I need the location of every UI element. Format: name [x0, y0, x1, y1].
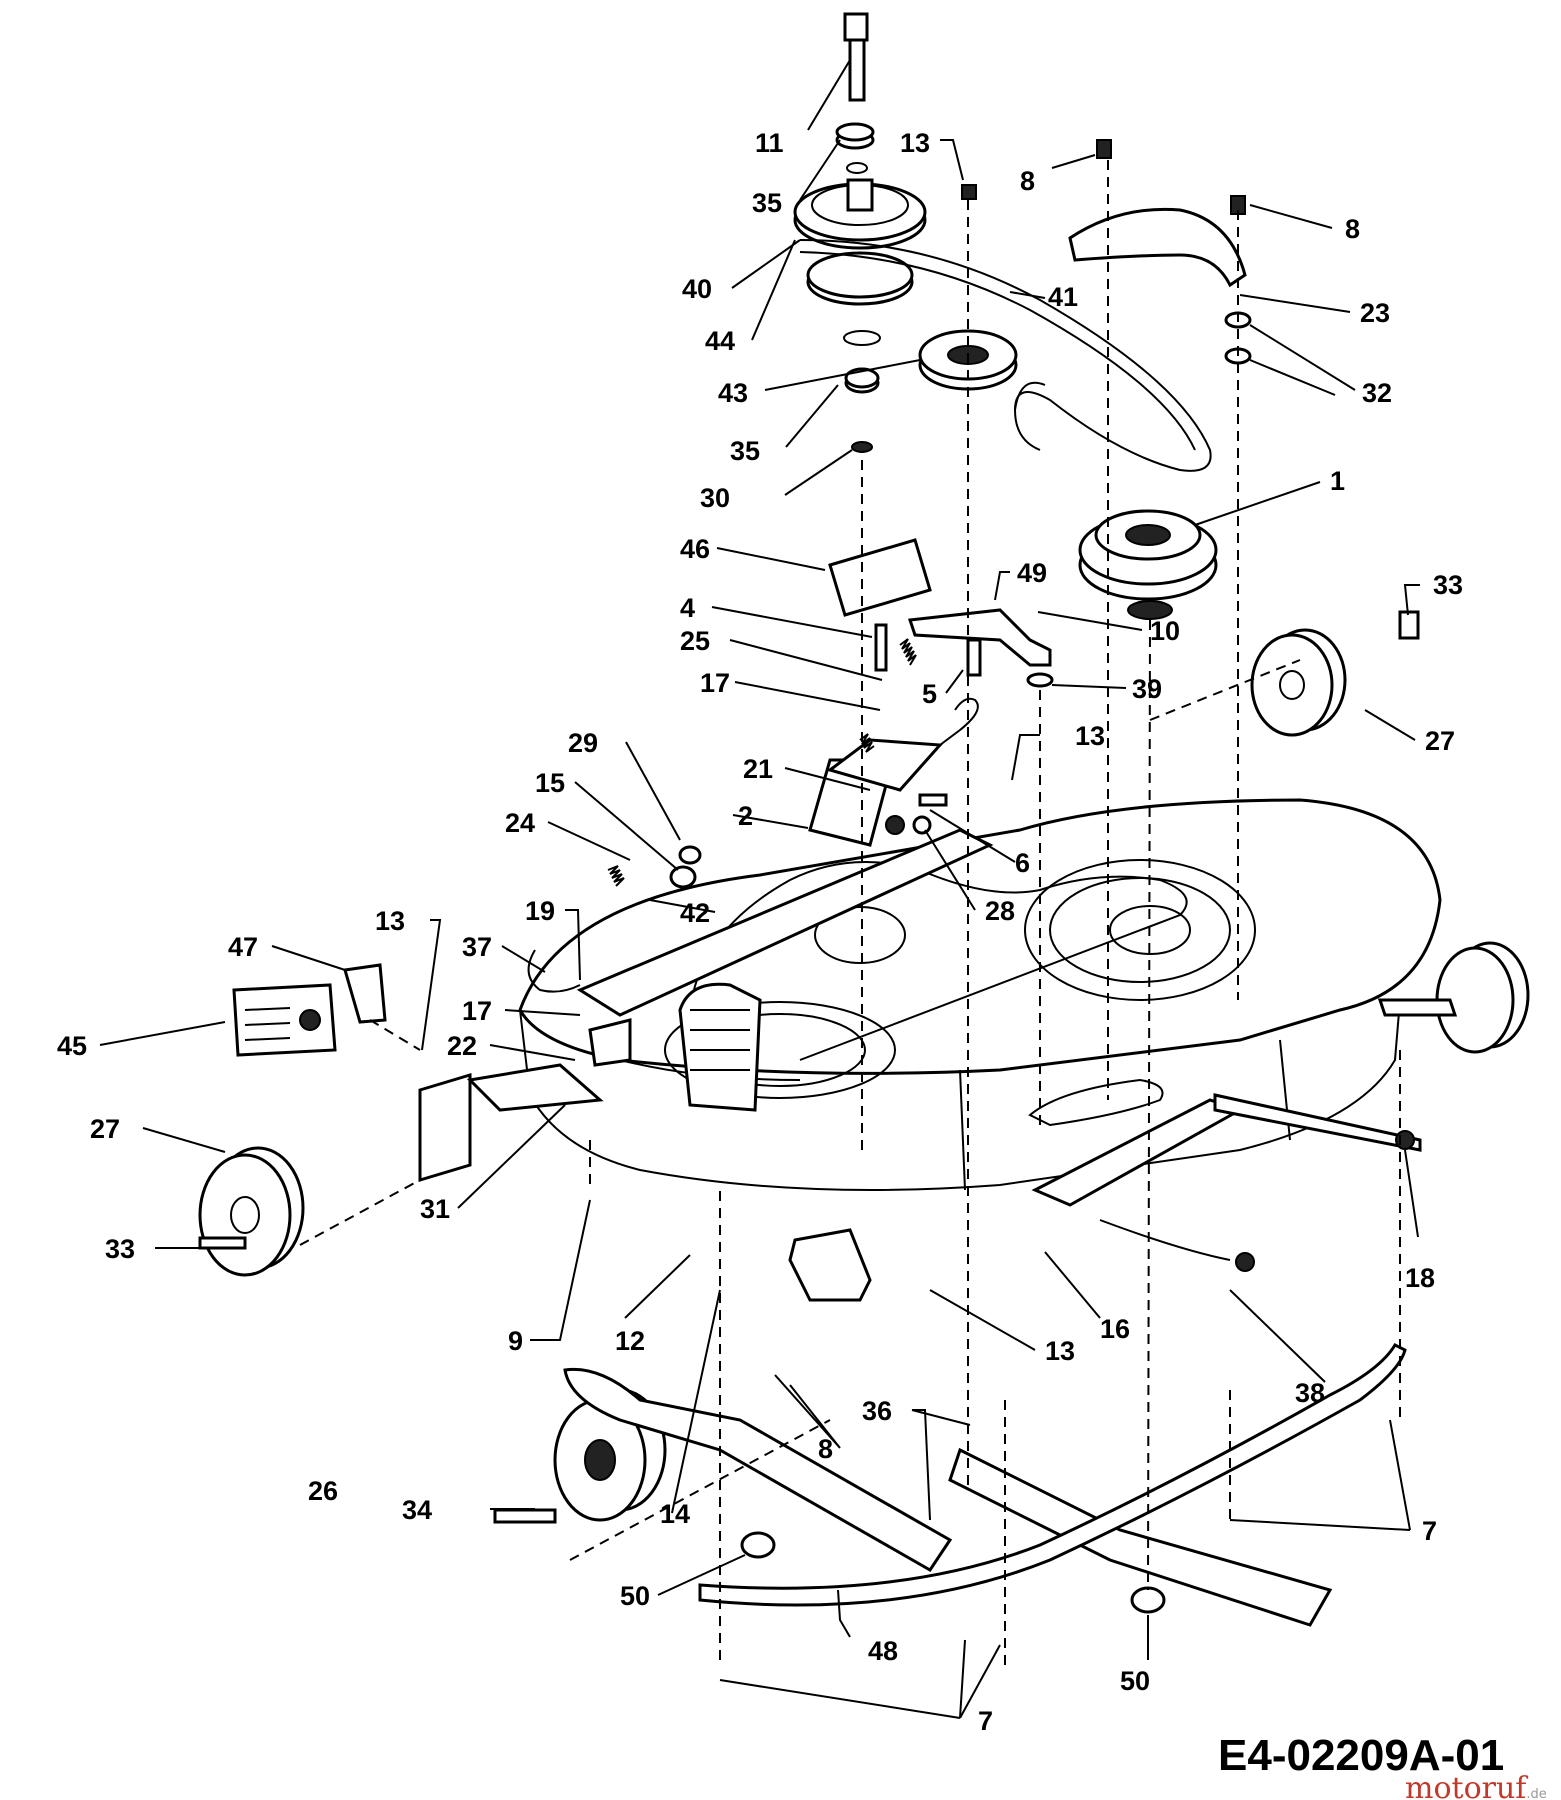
callout-18: 18 [1405, 1263, 1435, 1293]
bolt-4 [874, 623, 888, 672]
callout-1: 1 [1330, 466, 1345, 496]
callout-42: 42 [680, 898, 710, 928]
callout-25: 25 [680, 626, 710, 656]
callout-8: 8 [818, 1434, 833, 1464]
callout-33: 33 [105, 1234, 135, 1264]
callout-5: 5 [922, 679, 937, 709]
drive-belt [799, 239, 1212, 472]
watermark-text: motoruf.de [1405, 1771, 1547, 1800]
lower-spindle-parts [843, 330, 881, 453]
callout-4: 4 [680, 593, 695, 623]
pulley-1 [1078, 509, 1218, 620]
spindle-pulley [793, 178, 927, 306]
deck-bracket-assembly [808, 733, 944, 847]
callout-35: 35 [730, 436, 760, 466]
spring-25 [899, 638, 917, 666]
front-baffle [788, 1228, 872, 1302]
callout-7: 7 [1422, 1516, 1437, 1546]
callout-15: 15 [535, 768, 565, 798]
callout-11: 11 [755, 128, 784, 158]
hook-rod [919, 697, 979, 761]
callout-50: 50 [1120, 1666, 1150, 1696]
callout-22: 22 [447, 1031, 477, 1061]
diagram-code: E4-02209A-01 [1218, 1731, 1504, 1780]
callout-8: 8 [1020, 166, 1035, 196]
idler-arm [907, 608, 1052, 667]
callout-7: 7 [978, 1706, 993, 1736]
callout-10: 10 [1150, 616, 1180, 646]
callout-29: 29 [568, 728, 598, 758]
callout-13: 13 [375, 906, 405, 936]
callout-49: 49 [1017, 558, 1047, 588]
nut-28 [912, 815, 932, 835]
callout-43: 43 [718, 378, 748, 408]
callout-34: 34 [402, 1495, 432, 1525]
callout-6: 6 [1015, 848, 1030, 878]
mower-deck-shell [418, 798, 1442, 1191]
gauge-wheel-right-front [1377, 941, 1530, 1054]
decals [232, 963, 387, 1057]
callout-50: 50 [620, 1581, 650, 1611]
spindle-bolt [843, 12, 869, 102]
callout-14: 14 [660, 1499, 690, 1529]
nut-29 [678, 845, 702, 865]
bracket-46 [828, 538, 932, 617]
leader-lines [99, 59, 1420, 1719]
callout-8: 8 [1345, 214, 1360, 244]
callout-31: 31 [420, 1194, 450, 1224]
spindle-bearing-top [835, 122, 875, 174]
callout-35: 35 [752, 188, 782, 218]
callout-24: 24 [505, 808, 535, 838]
callout-38: 38 [1295, 1378, 1325, 1408]
washer-39 [1026, 672, 1054, 688]
belt-guard [1068, 207, 1247, 288]
callout-32: 32 [1362, 378, 1392, 408]
callout-44: 44 [705, 326, 735, 356]
callout-16: 16 [1100, 1314, 1130, 1344]
assembly-lines [299, 160, 1401, 1665]
callout-40: 40 [682, 274, 712, 304]
watermark: motoruf.de [1405, 1771, 1547, 1800]
callout-12: 12 [615, 1326, 645, 1356]
callout-19: 19 [525, 896, 555, 926]
spring-24 [607, 865, 625, 887]
nut-15 [669, 865, 697, 889]
callout-46: 46 [680, 534, 710, 564]
front-axle-assembly [1031, 1093, 1422, 1272]
gauge-wheel-right-rear [1250, 610, 1420, 737]
callout-13: 13 [1075, 721, 1105, 751]
callout-27: 27 [90, 1114, 120, 1144]
bolt-8-top [1096, 139, 1246, 215]
callout-33: 33 [1433, 570, 1463, 600]
callout-17: 17 [462, 996, 492, 1026]
part-drawings [198, 12, 1530, 1665]
nut-13-top [961, 184, 977, 200]
callout-27: 27 [1425, 726, 1455, 756]
callout-21: 21 [743, 754, 773, 784]
bolt-6 [918, 793, 948, 807]
callout-39: 39 [1132, 674, 1162, 704]
spacer-5 [966, 638, 982, 677]
gauge-wheel-left [198, 1146, 305, 1277]
callout-41: 41 [1048, 282, 1078, 312]
callout-30: 30 [700, 483, 730, 513]
callout-28: 28 [985, 896, 1015, 926]
callout-2: 2 [738, 801, 753, 831]
mower-blades [563, 1367, 1333, 1627]
callout-45: 45 [57, 1031, 87, 1061]
callout-36: 36 [862, 1396, 892, 1426]
callout-48: 48 [868, 1636, 898, 1666]
callout-9: 9 [508, 1326, 523, 1356]
spindle-nuts [740, 1531, 1166, 1614]
callout-17: 17 [700, 668, 730, 698]
callout-23: 23 [1360, 298, 1390, 328]
callout-37: 37 [462, 932, 492, 962]
callout-47: 47 [228, 932, 258, 962]
callout-13: 13 [1045, 1336, 1075, 1366]
baffle-48 [698, 1343, 1407, 1607]
callout-13: 13 [900, 128, 930, 158]
callout-labels: 11 13 8 35 8 40 41 23 44 32 43 35 30 1 4… [57, 128, 1463, 1736]
callout-26: 26 [308, 1476, 338, 1506]
